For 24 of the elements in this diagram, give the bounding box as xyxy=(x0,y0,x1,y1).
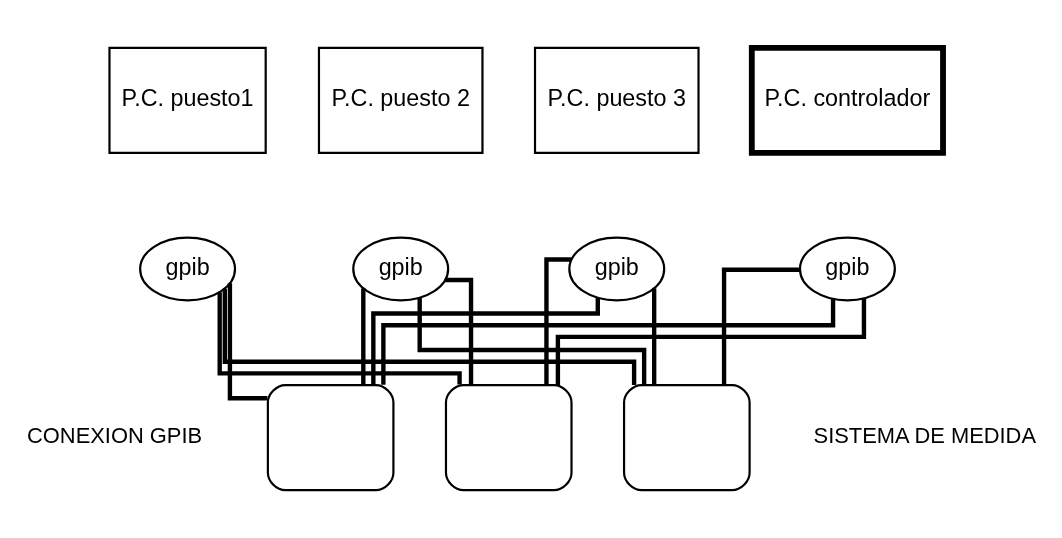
connector xyxy=(417,297,647,385)
node-box xyxy=(266,383,395,492)
connector xyxy=(227,283,268,401)
connector xyxy=(721,267,800,385)
label: SISTEMA DE MEDIDA xyxy=(813,422,1036,448)
node-ellipse: gpib xyxy=(139,236,237,302)
node-box: P.C. puesto 3 xyxy=(533,46,700,155)
connector xyxy=(445,277,474,385)
connector xyxy=(651,288,657,385)
connector xyxy=(217,292,462,385)
node-box xyxy=(444,383,573,492)
node-ellipse: gpib xyxy=(568,236,666,302)
node-box: P.C. puesto1 xyxy=(108,46,267,155)
connector xyxy=(222,288,637,385)
node-ellipse: gpib xyxy=(798,236,896,302)
connector xyxy=(371,297,600,385)
node-box: P.C. controlador xyxy=(748,44,946,156)
connector xyxy=(361,288,366,385)
node-box: P.C. puesto 2 xyxy=(317,46,484,155)
connector xyxy=(544,257,572,385)
connector xyxy=(555,298,867,385)
node-ellipse: gpib xyxy=(352,236,450,302)
node-box xyxy=(622,383,751,492)
label: CONEXION GPIB xyxy=(27,422,203,448)
